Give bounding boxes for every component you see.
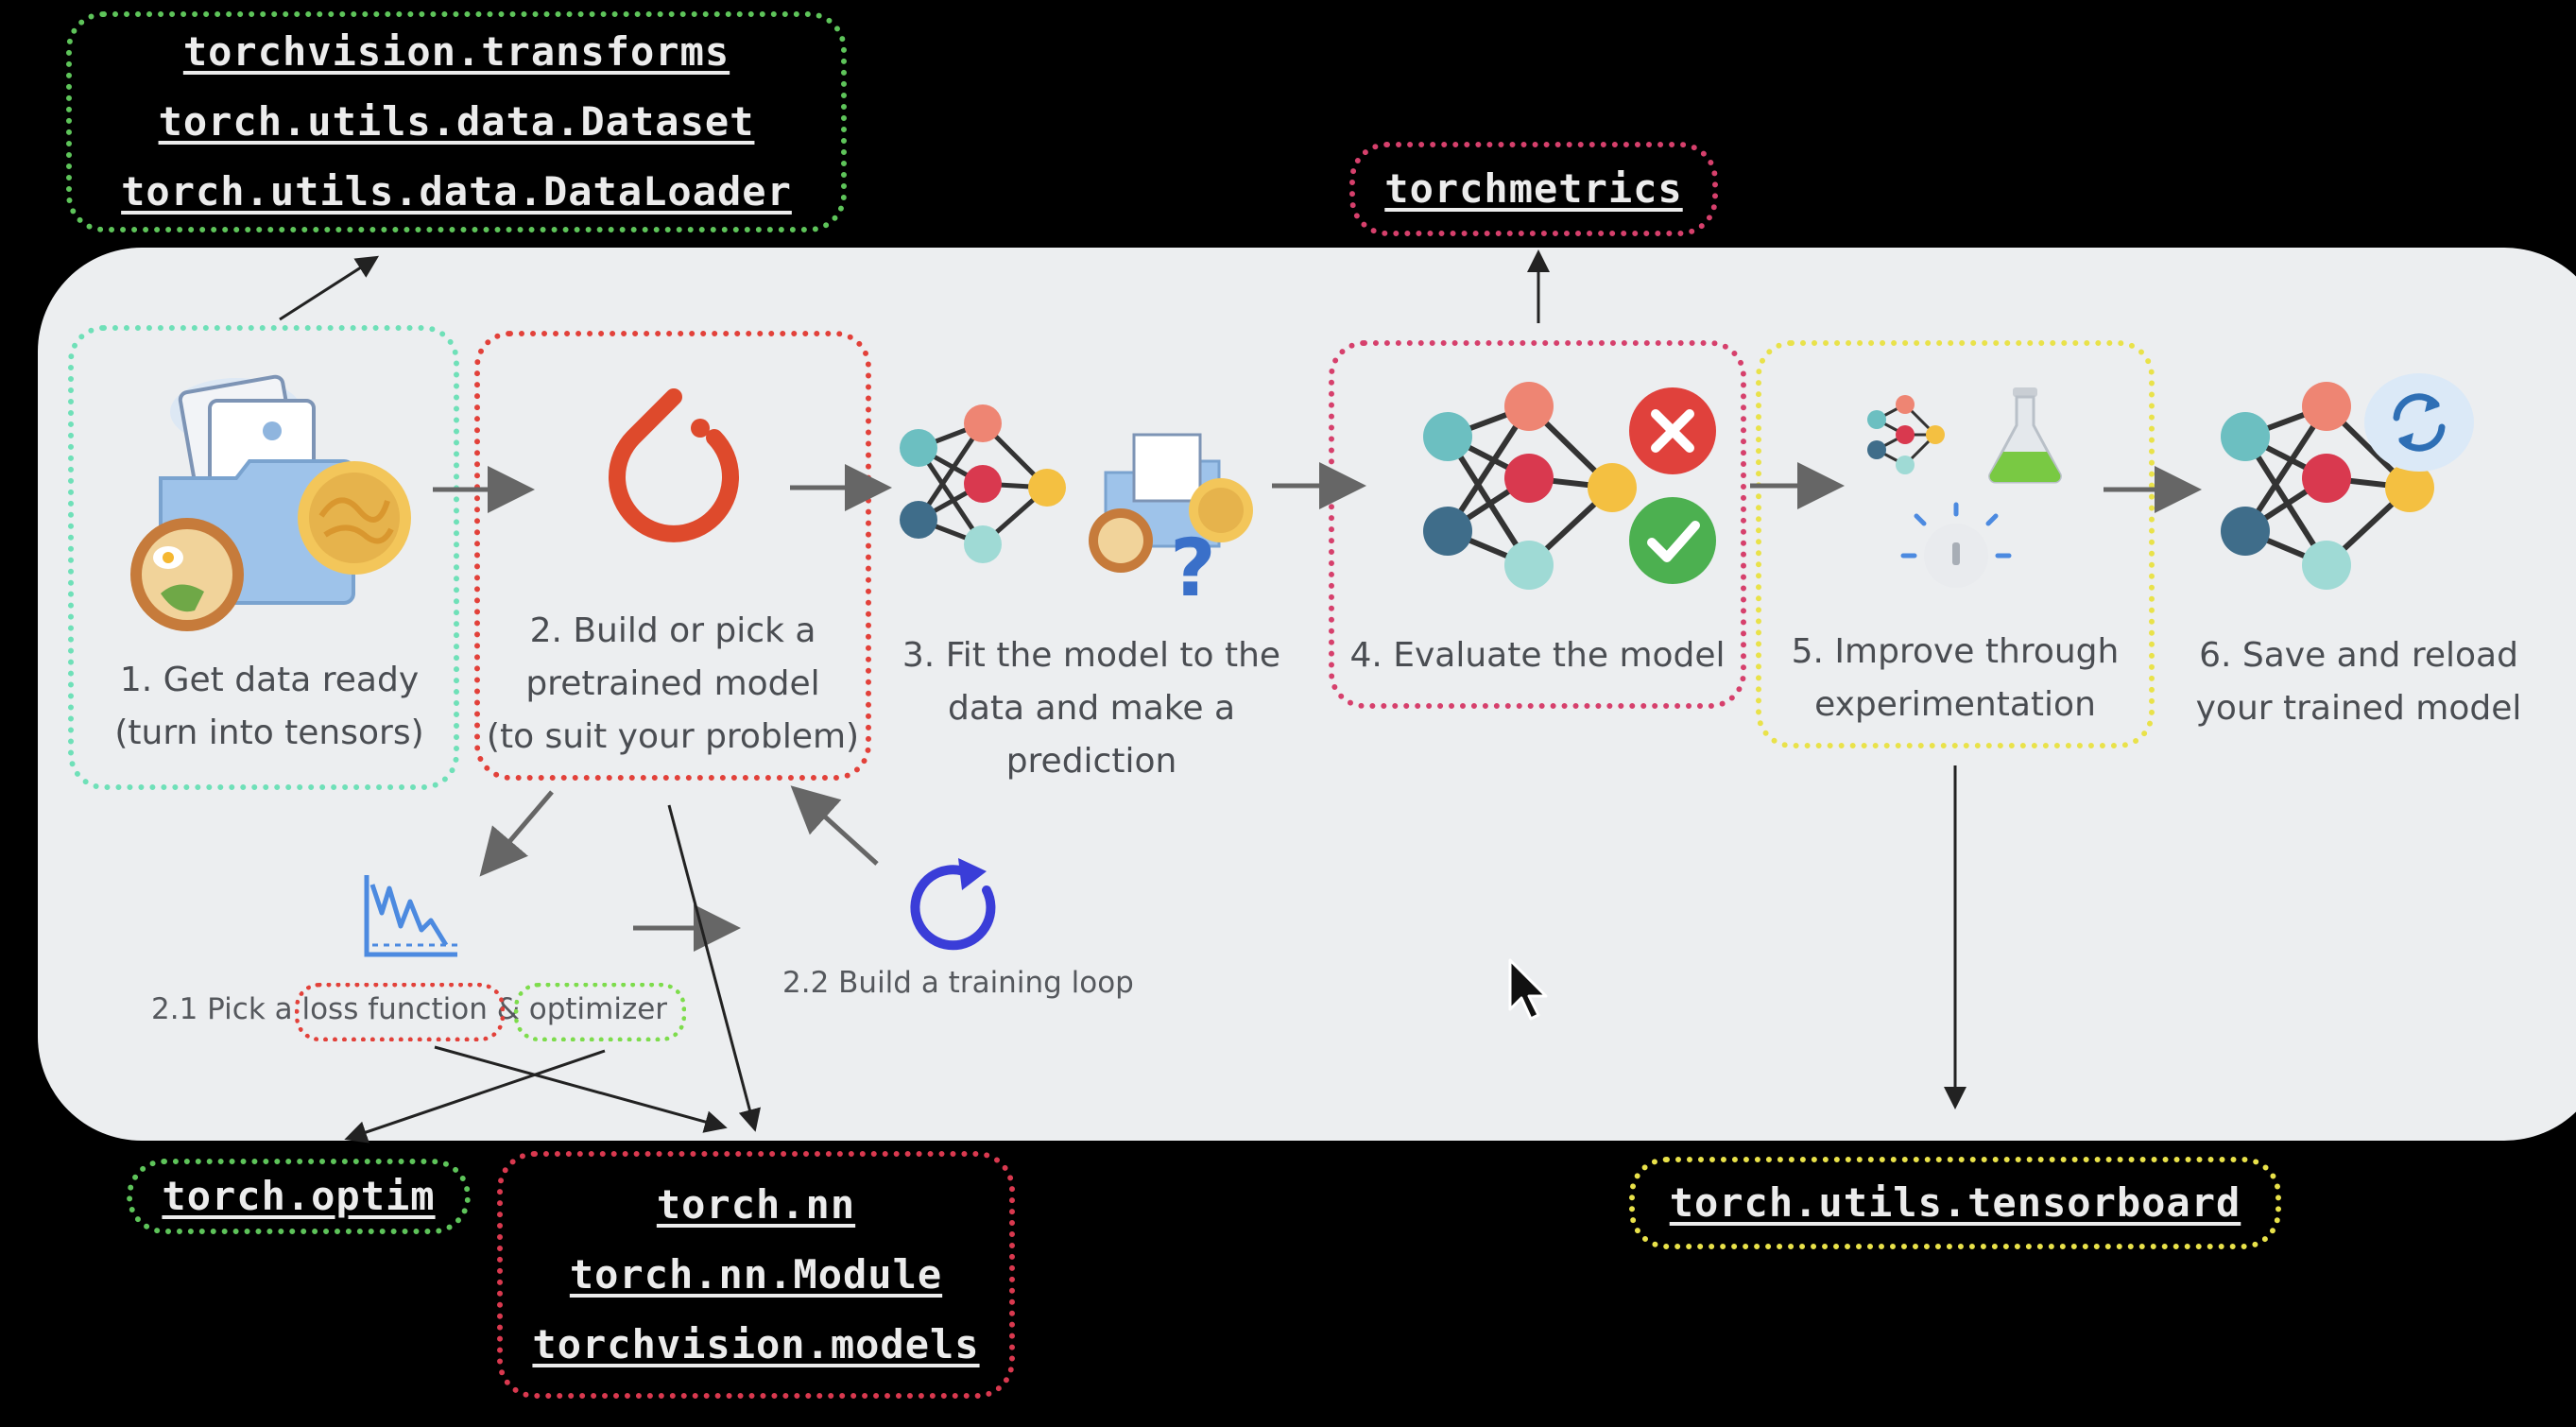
- neural-network-icon: [2221, 382, 2434, 590]
- nn-libraries-box: torch.nn torch.nn.Module torchvision.mod…: [497, 1151, 1015, 1399]
- loss-chart-icon: [364, 875, 457, 957]
- step2-box: [474, 331, 871, 781]
- arrow-step1-to-data-libs: [279, 255, 380, 321]
- folder-food-icon: [130, 374, 411, 631]
- lib-torch-utils-data-dataset: torch.utils.data.Dataset: [158, 98, 755, 145]
- step1-label: 1. Get data ready (turn into tensors): [114, 661, 424, 752]
- lib-torch-optim: torch.optim: [162, 1173, 436, 1219]
- idea-icon: [1900, 502, 2012, 588]
- loss-function-highlight: [295, 983, 505, 1041]
- neural-network-icon: [1867, 395, 1945, 474]
- wrong-icon: [1629, 387, 1716, 474]
- arrow-2-2-to-step2: [790, 785, 879, 866]
- svg-text:?: ?: [1170, 522, 1216, 614]
- arrow-step2-to-torch-nn: [667, 804, 761, 1132]
- mouse-cursor-icon: [1508, 958, 1548, 1021]
- tensorboard-library-box: torch.utils.tensorboard: [1629, 1157, 2281, 1249]
- lib-torchmetrics: torchmetrics: [1384, 165, 1683, 212]
- neural-network-icon: [1423, 382, 1637, 590]
- lib-torchvision-transforms: torchvision.transforms: [182, 28, 730, 75]
- metrics-library-box: torchmetrics: [1349, 142, 1718, 236]
- loop-arrow-icon: [910, 858, 996, 951]
- arrow-loss-to-torch-nn: [434, 1045, 728, 1133]
- step4-label: 4. Evaluate the model: [1349, 636, 1726, 675]
- correct-icon: [1629, 497, 1716, 584]
- optim-library-box: torch.optim: [127, 1159, 471, 1234]
- arrow-step2-to-2-1: [479, 790, 554, 877]
- step6-label: 6. Save and reload your trained model: [2195, 636, 2522, 728]
- step4-box: [1329, 340, 1746, 709]
- question-icon: ?: [1089, 433, 1253, 614]
- lib-torch-nn: torch.nn: [656, 1181, 856, 1228]
- lib-torch-utils-data-dataloader: torch.utils.data.DataLoader: [121, 168, 792, 215]
- step1-box: [68, 325, 459, 790]
- data-libraries-box: torchvision.transforms torch.utils.data.…: [66, 11, 847, 232]
- flask-icon: [1988, 387, 2062, 484]
- lib-torch-utils-tensorboard: torch.utils.tensorboard: [1669, 1179, 2241, 1226]
- pytorch-logo-icon: [609, 388, 739, 542]
- substep-2-1-label: 2.1 Pick a loss function & optimizer: [151, 992, 668, 1026]
- step5-label: 5. Improve through experimentation: [1791, 632, 2120, 724]
- lib-torch-nn-module: torch.nn.Module: [569, 1251, 943, 1298]
- step5-box: [1756, 340, 2155, 748]
- step3-label: 3. Fit the model to the data and make a …: [902, 636, 1281, 781]
- neural-network-icon: [900, 404, 1066, 563]
- optimizer-highlight: [514, 983, 686, 1041]
- substep-2-2-label: 2.2 Build a training loop: [782, 966, 1134, 1000]
- step2-label: 2. Build or pick a pretrained model (to …: [486, 611, 860, 756]
- refresh-icon: [2364, 373, 2474, 472]
- arrow-optimizer-to-torch-optim: [344, 1049, 606, 1143]
- lib-torchvision-models: torchvision.models: [532, 1321, 980, 1367]
